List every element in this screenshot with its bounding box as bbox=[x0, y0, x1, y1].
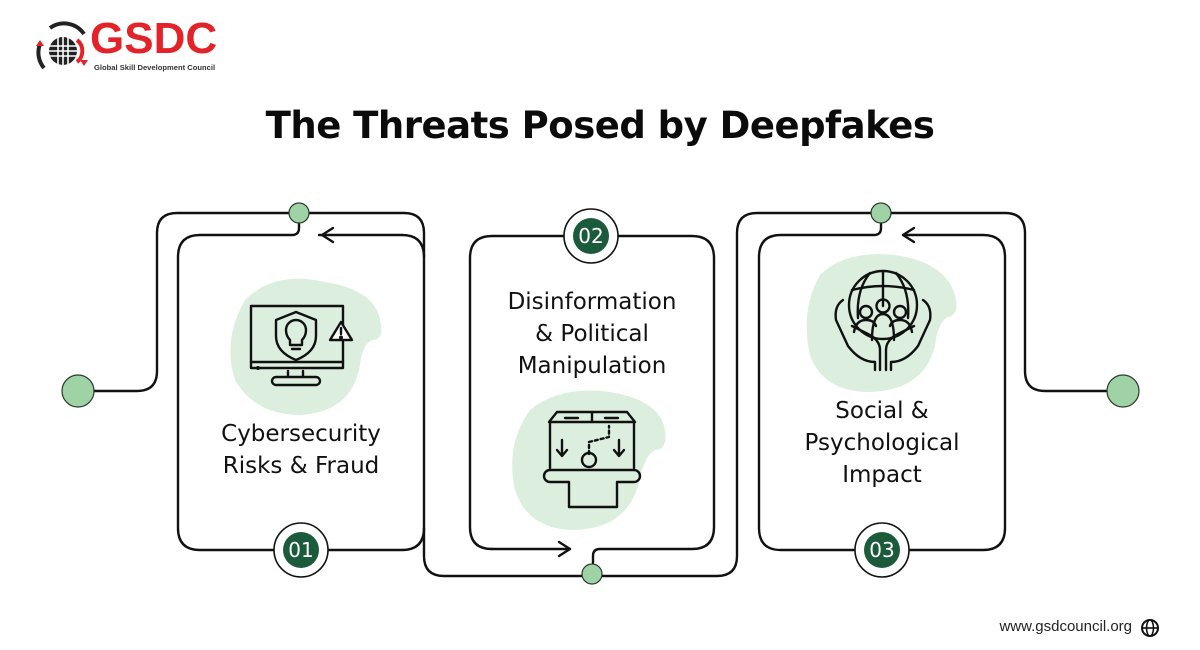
arrow-left-icon bbox=[320, 226, 335, 244]
step-label: Disinformation & Political Manipulation bbox=[507, 289, 677, 379]
icon-blob bbox=[806, 254, 957, 392]
end-node bbox=[1106, 374, 1140, 408]
connector-node bbox=[870, 202, 892, 224]
step-number-badge: 03 bbox=[864, 532, 900, 568]
card-1-border bbox=[176, 220, 426, 552]
hands-globe-people-icon bbox=[834, 269, 932, 372]
ballot-box-icon bbox=[542, 410, 642, 509]
step-label: Cybersecurity Risks & Fraud bbox=[221, 421, 381, 479]
connector-node bbox=[288, 202, 310, 224]
connector-line-outer bbox=[91, 211, 1110, 578]
monitor-shield-warning-icon bbox=[249, 304, 354, 387]
step-number-badge: 01 bbox=[283, 532, 319, 568]
connector-node bbox=[581, 563, 603, 585]
card-2-border bbox=[468, 234, 716, 565]
website-url[interactable]: www.gsdcouncil.org bbox=[999, 618, 1132, 635]
gsdc-logo: GSDC Global Skill Development Council bbox=[34, 14, 234, 80]
logo-wordmark: GSDC bbox=[90, 14, 218, 63]
logo-subtitle: Global Skill Development Council bbox=[94, 63, 216, 72]
start-node bbox=[61, 374, 95, 408]
arrow-right-icon bbox=[557, 540, 572, 558]
globe-icon bbox=[36, 21, 88, 70]
card-3-border bbox=[757, 220, 1007, 552]
arrow-left-icon bbox=[901, 226, 916, 244]
step-label: Social & Psychological Impact bbox=[804, 398, 960, 488]
step-number-badge: 02 bbox=[573, 218, 609, 254]
globe-icon bbox=[1141, 619, 1159, 637]
icon-blob bbox=[230, 278, 382, 415]
page-title: The Threats Posed by Deepfakes bbox=[265, 104, 935, 147]
